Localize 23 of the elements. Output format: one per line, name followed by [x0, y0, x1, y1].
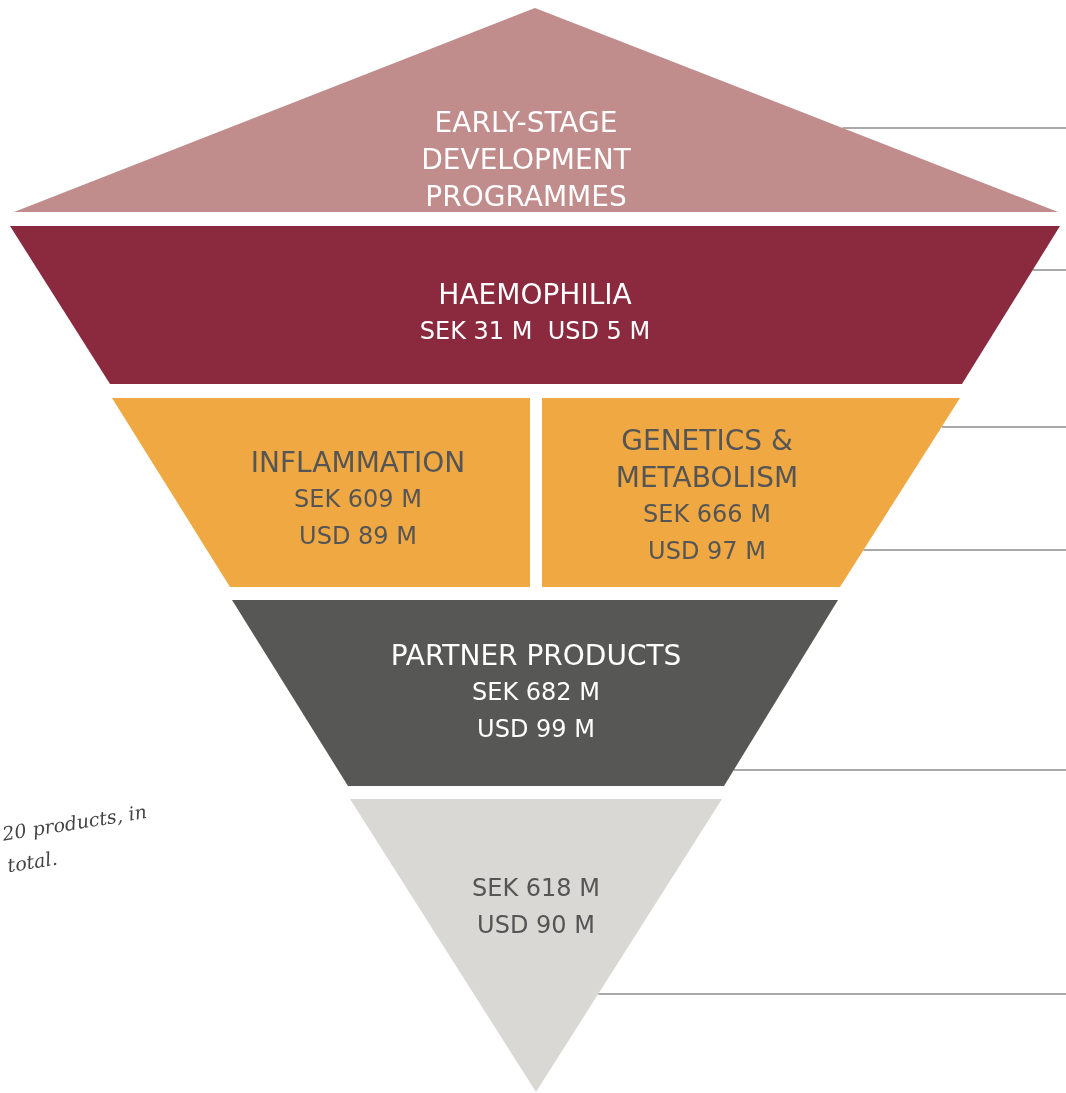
pyramid-segment: [350, 799, 722, 1092]
segment-value: SEK 609 M USD 89 M: [293, 484, 423, 552]
leader-line: [862, 549, 1066, 551]
leader-line: [733, 769, 1066, 771]
segment-title: GENETICS & METABOLISM: [614, 423, 800, 496]
pyramid-segment: [542, 398, 960, 587]
segment-title: HAEMOPHILIA: [437, 277, 633, 313]
segment-value: SEK 31 M USD 5 M: [418, 316, 652, 347]
leader-line: [1032, 269, 1066, 271]
segment-value: SEK 682 M USD 99 M: [471, 677, 601, 745]
leader-line: [597, 993, 1066, 995]
pyramid-segment: [112, 398, 530, 587]
handwritten-note: 20 products, in total.: [0, 799, 150, 879]
segment-title: EARLY-STAGE DEVELOPMENT PROGRAMMES: [420, 105, 632, 215]
segment-value: SEK 618 M USD 90 M: [471, 873, 601, 941]
pyramid-segment: [232, 600, 838, 786]
segment-title: INFLAMMATION: [249, 445, 467, 481]
segment-title: PARTNER PRODUCTS: [389, 638, 683, 674]
pyramid-segment: [10, 226, 1060, 384]
leader-line: [941, 426, 1066, 428]
pyramid-segment: [14, 8, 1058, 212]
leader-line: [842, 127, 1066, 129]
segment-value: SEK 666 M USD 97 M: [642, 499, 772, 567]
